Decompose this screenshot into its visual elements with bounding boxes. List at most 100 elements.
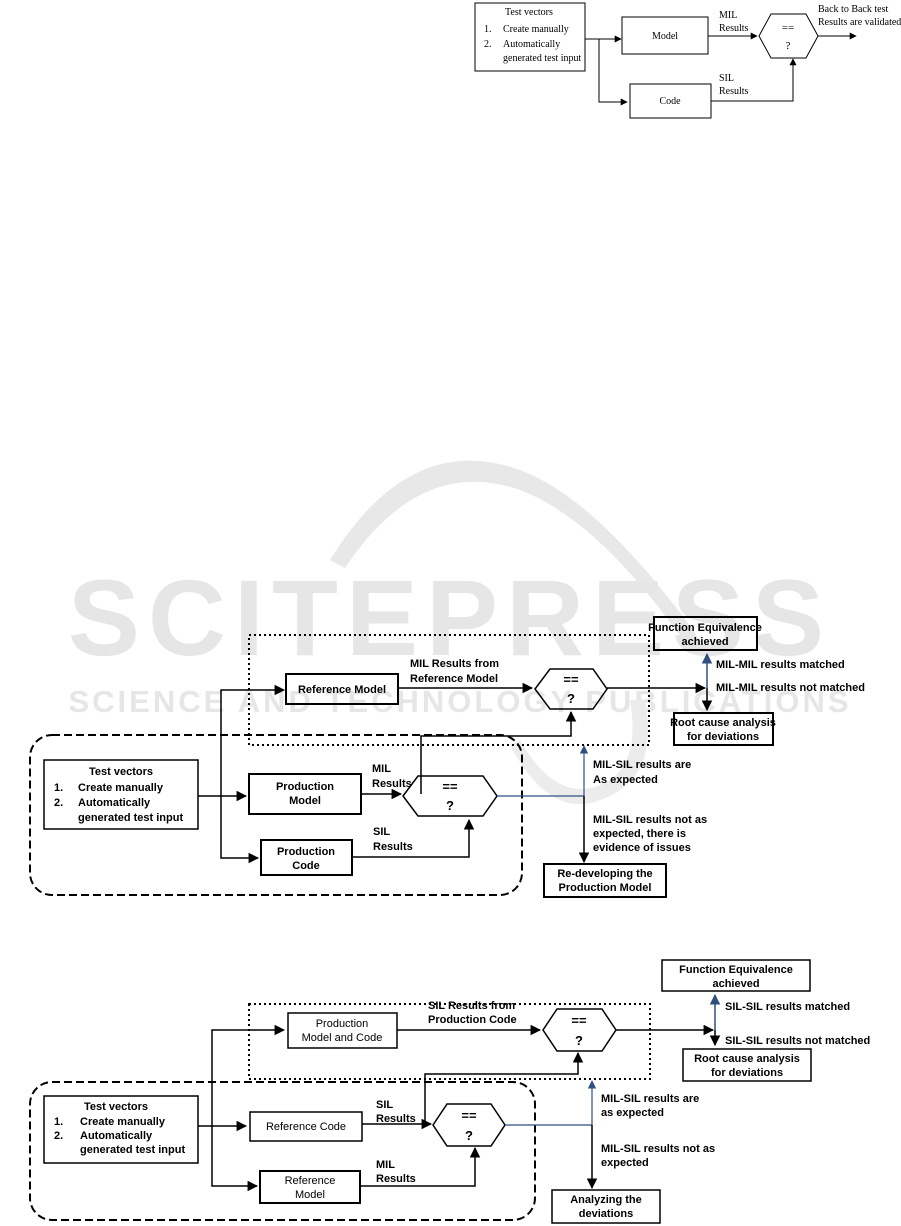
watermark-swoosh-shape	[330, 460, 700, 650]
production-model-code-line1: Production	[316, 1018, 369, 1030]
compare-bottom-bottom-3: ?	[465, 1128, 473, 1143]
matched-label: MIL-MIL results matched	[716, 659, 845, 671]
production-dashed-region	[29, 734, 523, 896]
sil-label-line1-3: SIL	[376, 1099, 393, 1111]
reference-model-box	[285, 673, 399, 705]
production-model-box	[248, 773, 362, 815]
not-expected-line2: expected, there is	[593, 828, 686, 840]
code-label: Code	[659, 96, 681, 107]
compare-bottom-bottom: ?	[446, 798, 454, 813]
production-code-line1: Production	[277, 846, 335, 858]
expected-line1: MIL-SIL results are	[593, 759, 691, 771]
watermark: SCITEPRESS SCIENCE AND TECHNOLOGY PUBLIC…	[68, 460, 849, 805]
test-vectors-box-3	[43, 1095, 199, 1164]
model-label: Model	[652, 31, 678, 42]
production-model-line2: Model	[289, 795, 321, 807]
compare-top-top-3: ==	[571, 1013, 587, 1028]
test-vectors-item2-line2-3: generated test input	[80, 1144, 185, 1156]
arrow-sil	[711, 58, 797, 102]
expected-line2-3: as expected	[601, 1107, 664, 1119]
test-vectors-item1-2: Create manually	[78, 782, 164, 794]
mil-label-line2-2: Results	[372, 778, 412, 790]
sil-label-line1: SIL	[719, 73, 734, 84]
mil-label-line1-2: MIL	[372, 763, 391, 775]
output-line1: Back to Back test	[818, 4, 888, 15]
sil-label-line1-2: SIL	[373, 826, 390, 838]
arrow-sil-to-top-compare	[424, 1051, 584, 1124]
sil-label-line2-3: Results	[376, 1113, 416, 1125]
not-expected-line1: MIL-SIL results not as	[593, 814, 707, 826]
sil-prod-label-line2: Production Code	[428, 1014, 517, 1026]
reference-code-label: Reference Code	[266, 1121, 346, 1133]
test-vectors-item2-num-3: 2.	[54, 1130, 63, 1142]
test-vectors-item1-3: Create manually	[80, 1116, 166, 1128]
compare-top-bottom-3: ?	[575, 1033, 583, 1048]
arrow-sil	[352, 818, 475, 858]
arrow-to-reference-model	[211, 1126, 259, 1192]
redevelop-box	[543, 863, 667, 898]
reference-dashed-region	[29, 1081, 536, 1221]
test-vectors-title: Test vectors	[505, 7, 553, 18]
arrow-to-production-model-code	[211, 1024, 286, 1126]
diagram-1-labels: Test vectors 1. Create manually 2. Autom…	[484, 4, 901, 107]
compare-top-bottom: ?	[567, 691, 575, 706]
diagram-3	[29, 959, 812, 1224]
not-matched-label: MIL-MIL results not matched	[716, 682, 865, 694]
arrow-to-production-code	[220, 796, 260, 864]
arrow-mil	[360, 1146, 481, 1187]
mil-label-line1-3: MIL	[376, 1159, 395, 1171]
root-cause-line1: Root cause analysis	[670, 717, 776, 729]
mil-label-line2-3: Results	[376, 1173, 416, 1185]
reference-model-box-3	[259, 1170, 361, 1204]
matched-label-3: SIL-SIL results matched	[725, 1001, 850, 1013]
function-equivalence-line2-3: achieved	[712, 978, 759, 990]
compare-top: ==	[782, 22, 794, 34]
root-cause-line2: for deviations	[687, 731, 759, 743]
production-dotted-region	[248, 1003, 651, 1080]
analyze-box	[551, 1189, 661, 1224]
diagram-2-labels: Test vectors 1. Create manually 2. Autom…	[54, 622, 865, 894]
diagram-3-labels: Test vectors 1. Create manually 2. Autom…	[54, 964, 870, 1220]
test-vectors-item2-num-2: 2.	[54, 797, 63, 809]
redevelop-line1: Re-developing the	[557, 868, 652, 880]
test-vectors-title-3: Test vectors	[84, 1101, 148, 1113]
root-cause-box-3	[682, 1048, 812, 1082]
diagram-2	[29, 616, 774, 898]
test-vectors-item1-num-3: 1.	[54, 1116, 63, 1128]
arrow-to-reference-model	[220, 684, 286, 796]
test-vectors-item2-line1: Automatically	[503, 39, 560, 50]
diagram-1	[474, 2, 857, 119]
analyze-line2: deviations	[579, 1208, 633, 1220]
test-vectors-item2-line1-2: Automatically	[78, 797, 151, 809]
not-matched-label-3: SIL-SIL results not matched	[725, 1035, 870, 1047]
function-equivalence-line1: Function Equivalence	[648, 622, 762, 634]
compare-bottom-top: ==	[442, 779, 458, 794]
mil-ref-label-line1: MIL Results from	[410, 658, 499, 670]
not-expected-line1-3: MIL-SIL results not as	[601, 1143, 715, 1155]
root-cause-line1-3: Root cause analysis	[694, 1053, 800, 1065]
test-vectors-item1-num-2: 1.	[54, 782, 63, 794]
test-vectors-title-2: Test vectors	[89, 766, 153, 778]
not-expected-line2-3: expected	[601, 1157, 649, 1169]
sil-label-line2: Results	[719, 86, 749, 97]
expected-line2: As expected	[593, 774, 658, 786]
test-vectors-box-2	[43, 759, 199, 830]
reference-code-box	[249, 1111, 363, 1142]
test-vectors-item1-num: 1.	[484, 24, 492, 35]
reference-model-label: Reference Model	[298, 684, 386, 696]
test-vectors-item2-line1-3: Automatically	[80, 1130, 153, 1142]
mil-label-line2: Results	[719, 23, 749, 34]
expected-line1-3: MIL-SIL results are	[601, 1093, 699, 1105]
function-equivalence-line1-3: Function Equivalence	[679, 964, 793, 976]
arrow-mil-to-top-compare	[420, 710, 577, 794]
root-cause-line2-3: for deviations	[711, 1067, 783, 1079]
compare-bottom: ?	[786, 40, 791, 52]
test-vectors-item1: Create manually	[503, 24, 569, 35]
function-equivalence-line2: achieved	[681, 636, 728, 648]
mil-label-line1: MIL	[719, 10, 737, 21]
function-equivalence-box	[653, 616, 758, 651]
function-equivalence-box-3	[661, 959, 811, 992]
reference-model-line1-3: Reference	[285, 1175, 336, 1187]
test-vectors-item2-num: 2.	[484, 39, 492, 50]
